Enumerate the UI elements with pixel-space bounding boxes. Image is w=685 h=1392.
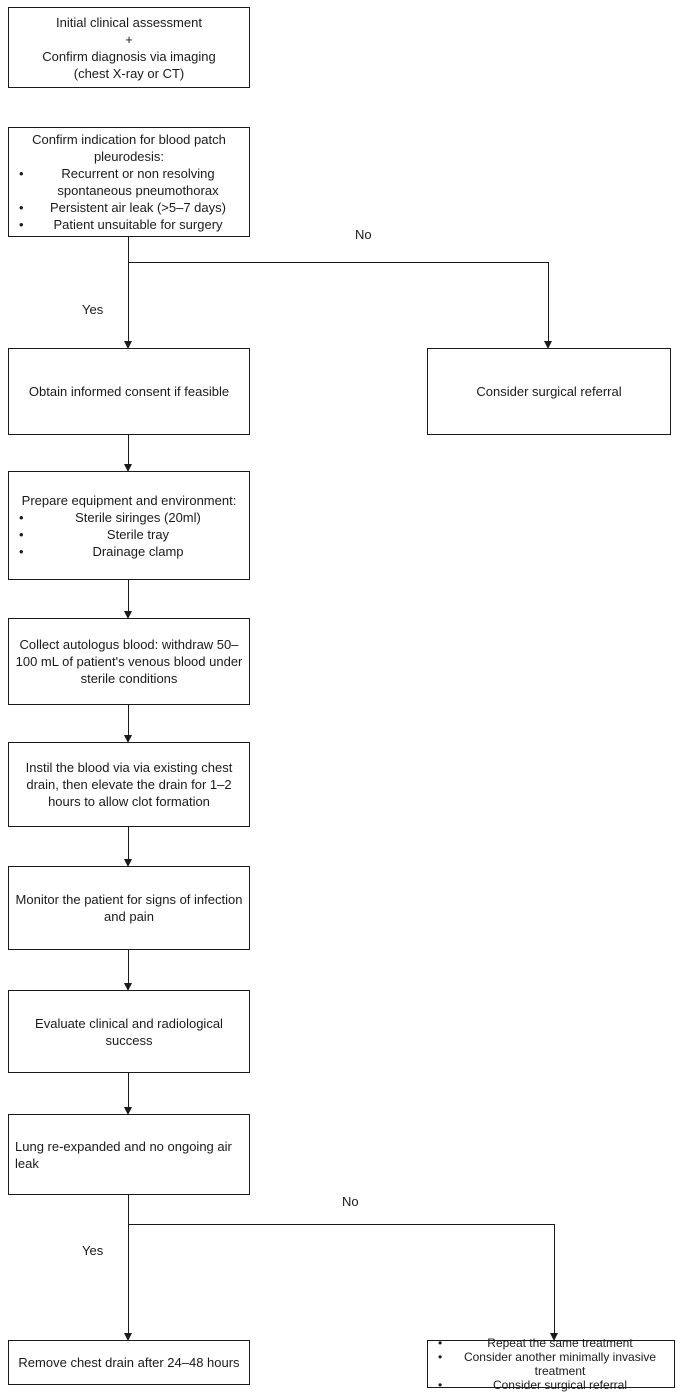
connector-line bbox=[128, 580, 129, 611]
failure-option-item: Consider another minimally invasive trea… bbox=[434, 1350, 668, 1378]
arrow-head bbox=[124, 341, 132, 349]
equipment-box: Prepare equipment and environment: Steri… bbox=[8, 471, 250, 580]
evaluate-text: Evaluate clinical and radiological succe… bbox=[35, 1015, 223, 1048]
remove-drain-box: Remove chest drain after 24–48 hours bbox=[8, 1340, 250, 1385]
indication-item: Patient unsuitable for surgery bbox=[15, 216, 243, 233]
branch-yes-label: Yes bbox=[82, 302, 104, 317]
connector-line bbox=[128, 237, 129, 341]
arrow-head bbox=[124, 983, 132, 991]
surgical-referral-box: Consider surgical referral bbox=[427, 348, 671, 435]
arrow-head bbox=[124, 859, 132, 867]
consent-text: Obtain informed consent if feasible bbox=[28, 384, 230, 399]
failure-options-list: Repeat the same treatment Consider anoth… bbox=[434, 1336, 668, 1392]
failure-option-item: Consider surgical referral bbox=[434, 1378, 668, 1392]
failure-option-item: Repeat the same treatment bbox=[434, 1336, 668, 1350]
instil-text: Instil the blood via via existing chest … bbox=[25, 760, 233, 809]
arrow-head bbox=[124, 464, 132, 472]
failure-options-box: Repeat the same treatment Consider anoth… bbox=[427, 1336, 675, 1392]
connector-line bbox=[128, 705, 129, 735]
arrow-head bbox=[124, 611, 132, 619]
indication-item: Persistent air leak (>5–7 days) bbox=[15, 199, 243, 216]
connector-line bbox=[128, 827, 129, 859]
assessment-line-2: + bbox=[125, 31, 133, 47]
evaluate-box: Evaluate clinical and radiological succe… bbox=[8, 990, 250, 1073]
collect-blood-text: Collect autologus blood: withdraw 50–100… bbox=[15, 637, 243, 686]
instil-box: Instil the blood via via existing chest … bbox=[8, 742, 250, 827]
equipment-item: Drainage clamp bbox=[15, 543, 243, 560]
equipment-list: Sterile siringes (20ml) Sterile tray Dra… bbox=[15, 509, 243, 560]
indication-list: Recurrent or non resolving spontaneous p… bbox=[15, 165, 243, 233]
surgical-referral-text: Consider surgical referral bbox=[476, 384, 622, 399]
indication-item: Recurrent or non resolving spontaneous p… bbox=[15, 165, 243, 199]
equipment-item: Sterile siringes (20ml) bbox=[15, 509, 243, 526]
indication-heading: Confirm indication for blood patch pleur… bbox=[32, 132, 226, 164]
lung-check-box: Lung re-expanded and no ongoing air leak bbox=[8, 1114, 250, 1195]
assessment-line-1: Initial clinical assessment bbox=[56, 14, 202, 30]
collect-blood-box: Collect autologus blood: withdraw 50–100… bbox=[8, 618, 250, 705]
branch-no-label: No bbox=[355, 227, 372, 242]
equipment-heading: Prepare equipment and environment: bbox=[21, 492, 237, 508]
lung-check-text: Lung re-expanded and no ongoing air leak bbox=[15, 1138, 232, 1171]
initial-assessment-box: Initial clinical assessment + Confirm di… bbox=[8, 7, 250, 88]
arrow-head bbox=[124, 735, 132, 743]
monitor-box: Monitor the patient for signs of infecti… bbox=[8, 866, 250, 950]
monitor-text: Monitor the patient for signs of infecti… bbox=[15, 892, 243, 924]
indication-box: Confirm indication for blood patch pleur… bbox=[8, 127, 250, 237]
equipment-item: Sterile tray bbox=[15, 526, 243, 543]
connector-line bbox=[128, 1073, 129, 1107]
connector-line bbox=[128, 1195, 129, 1333]
arrow-head bbox=[124, 1333, 132, 1341]
branch-yes-label: Yes bbox=[82, 1243, 104, 1258]
branch-no-label: No bbox=[342, 1194, 359, 1209]
arrow-head bbox=[124, 1107, 132, 1115]
connector-line bbox=[548, 262, 549, 341]
assessment-line-3: Confirm diagnosis via imaging bbox=[42, 48, 216, 64]
arrow-head bbox=[544, 341, 552, 349]
remove-drain-text: Remove chest drain after 24–48 hours bbox=[18, 1355, 240, 1370]
connector-line bbox=[128, 1224, 555, 1225]
consent-box: Obtain informed consent if feasible bbox=[8, 348, 250, 435]
connector-line bbox=[128, 950, 129, 983]
connector-line bbox=[128, 435, 129, 464]
assessment-line-4: (chest X-ray or CT) bbox=[73, 65, 185, 81]
connector-line bbox=[554, 1224, 555, 1333]
connector-line bbox=[128, 262, 549, 263]
